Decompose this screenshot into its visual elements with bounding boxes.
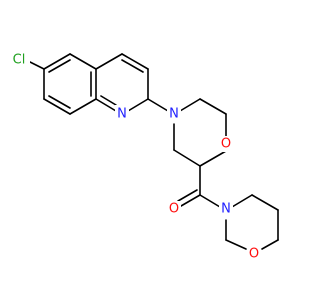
oxygen-morpholine-2-label: O bbox=[249, 247, 259, 262]
nitrogen-morpholine-2-label: N bbox=[221, 202, 231, 217]
oxygen-morpholine-1-label: O bbox=[221, 137, 231, 152]
atom-o-morpholine-1: O bbox=[219, 136, 233, 152]
bond-c4-c3-inner bbox=[121, 59, 144, 73]
bond-c8-c7 bbox=[43, 98, 71, 115]
bond-cl-c6 bbox=[29, 61, 45, 70]
bond-c-top-c-top2 bbox=[199, 98, 227, 115]
bond-n1-c8a-inner bbox=[100, 95, 117, 106]
bond-c6-c5 bbox=[43, 53, 71, 70]
bond-c5-c4a bbox=[69, 53, 97, 70]
atom-cl: Cl bbox=[8, 51, 30, 69]
atom-o-morpholine-2: O bbox=[247, 246, 261, 262]
atom-n-morpholine-2: N bbox=[219, 201, 233, 217]
bond-c-carbonyl-o bbox=[180, 194, 201, 207]
atom-n-quinoline: N bbox=[115, 105, 129, 122]
bond-n-morph2-c-a bbox=[231, 194, 253, 208]
nitrogen-quinoline-label: N bbox=[117, 107, 127, 122]
bond-c2-n-morph1 bbox=[147, 98, 169, 112]
bond-c2m-c-bot bbox=[173, 149, 201, 167]
atom-labels: Cl N N O O N O bbox=[8, 51, 261, 262]
nitrogen-morpholine-1-label: N bbox=[169, 107, 179, 122]
bond-c-carbonyl-n-morph2 bbox=[199, 194, 221, 208]
atom-n-morpholine-1: N bbox=[167, 105, 181, 122]
bond-n1-c8a bbox=[95, 98, 117, 112]
oxygen-carbonyl-label: O bbox=[169, 202, 179, 217]
bond-c4-c3 bbox=[121, 53, 149, 70]
bond-c-c-o-morph2 bbox=[261, 239, 279, 250]
atom-o-carbonyl: O bbox=[167, 201, 181, 217]
bond-c2-n1 bbox=[127, 98, 149, 112]
bond-c8-c7-inner bbox=[48, 95, 71, 109]
bond-c-a-c-b bbox=[251, 194, 279, 211]
bond-o-morph1-c2m bbox=[199, 150, 227, 167]
molecule-structure-diagram: Cl N N O O N O bbox=[8, 51, 279, 262]
bond-n-morph1-c-top bbox=[179, 98, 201, 112]
bond-c8a-c8 bbox=[69, 98, 97, 115]
bond-c-carbonyl-o-double bbox=[177, 189, 198, 202]
bond-o-morph2-c-d bbox=[225, 239, 247, 250]
bond-c6-c5-inner bbox=[48, 59, 71, 73]
chlorine-label: Cl bbox=[13, 53, 26, 68]
bonds bbox=[29, 53, 279, 250]
bond-c4a-c4 bbox=[95, 53, 123, 70]
